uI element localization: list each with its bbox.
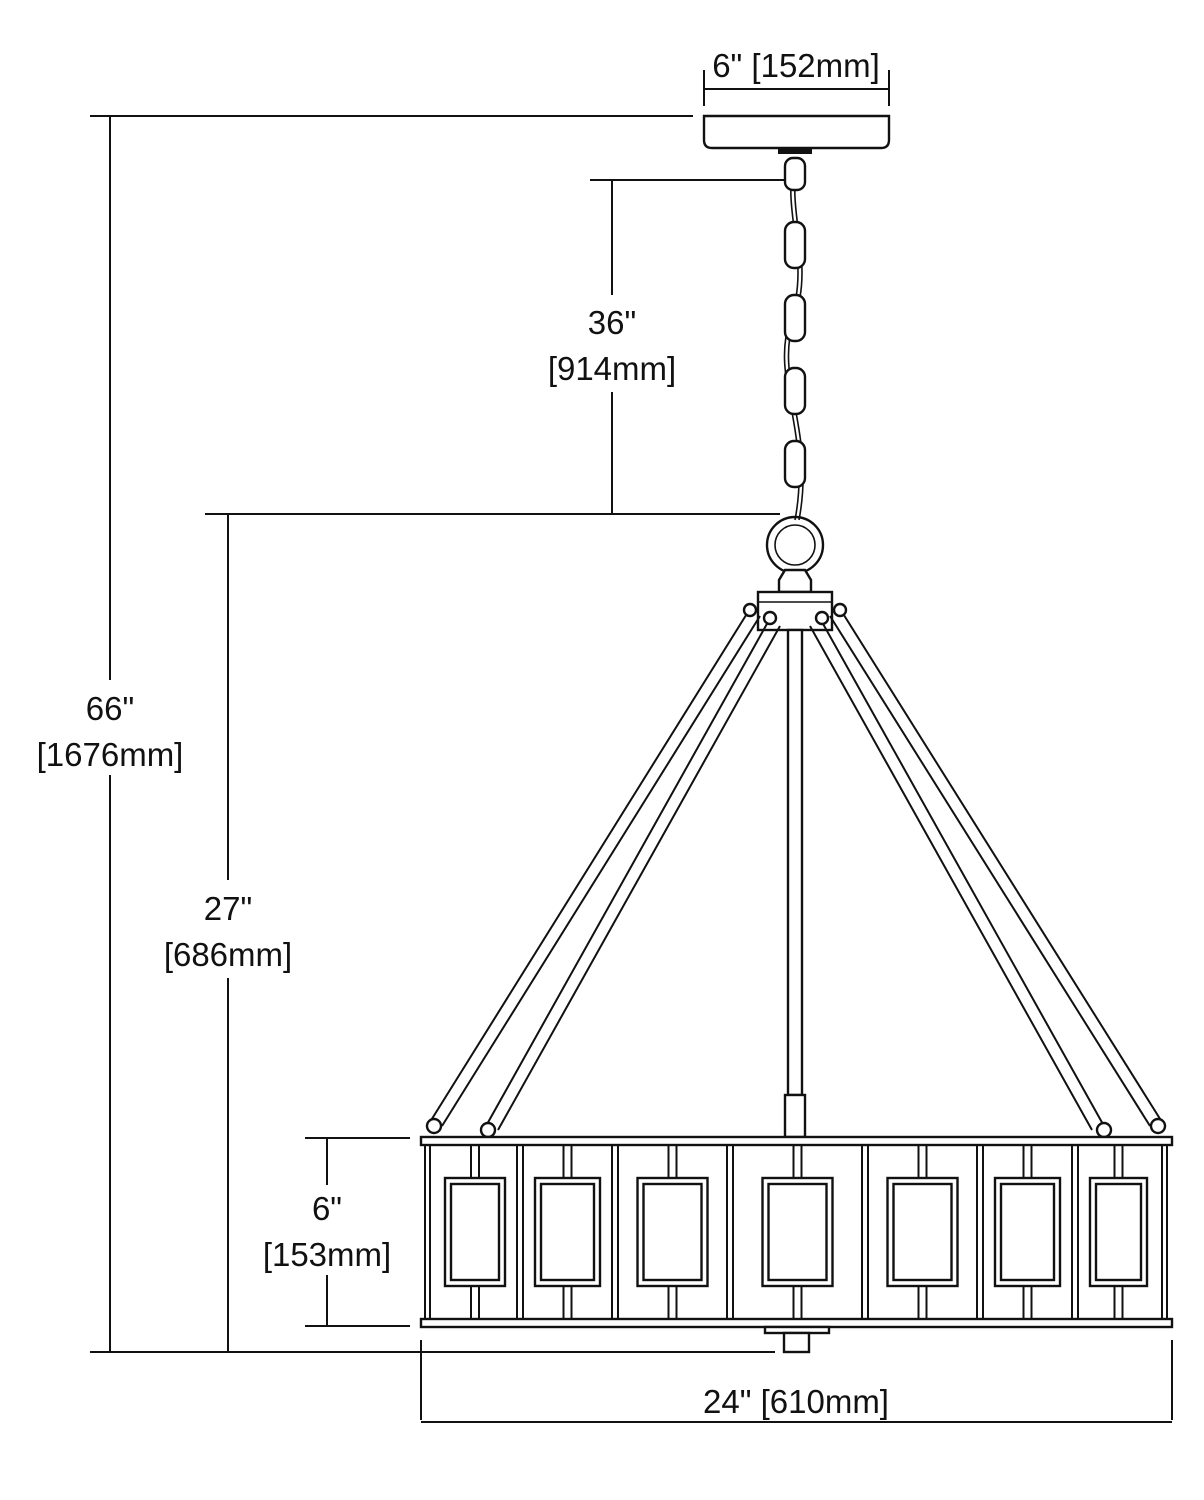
bottom-finial	[763, 1325, 831, 1354]
canopy	[702, 114, 891, 150]
overall-height-in: 66"	[86, 690, 134, 727]
fixture-height-dimension: 27" [686mm]	[164, 513, 780, 1352]
canopy-nipple	[778, 148, 812, 154]
shade	[419, 1135, 1174, 1329]
fixture-height-mm: [686mm]	[164, 936, 292, 973]
chain-length-dimension: 36" [914mm]	[548, 179, 785, 514]
fixture-width-label: 24" [610mm]	[703, 1383, 889, 1420]
chain	[765, 156, 825, 594]
shade-height-dimension: 6" [153mm]	[263, 1137, 410, 1327]
chain-length-mm: [914mm]	[548, 350, 676, 387]
canopy-width-label: 6" [152mm]	[712, 47, 880, 84]
support-arms	[425, 602, 1167, 1139]
shade-height-in: 6"	[312, 1190, 342, 1227]
canopy-width-dimension: 6" [152mm]	[703, 47, 890, 106]
center-rod	[786, 628, 804, 1097]
overall-height-dimension: 66" [1676mm]	[37, 115, 775, 1353]
shade-height-mm: [153mm]	[263, 1236, 391, 1273]
chain-length-in: 36"	[588, 304, 636, 341]
fixture-height-in: 27"	[204, 890, 252, 927]
overall-height-mm: [1676mm]	[37, 736, 184, 773]
fixture-width-dimension: 24" [610mm]	[420, 1340, 1173, 1423]
